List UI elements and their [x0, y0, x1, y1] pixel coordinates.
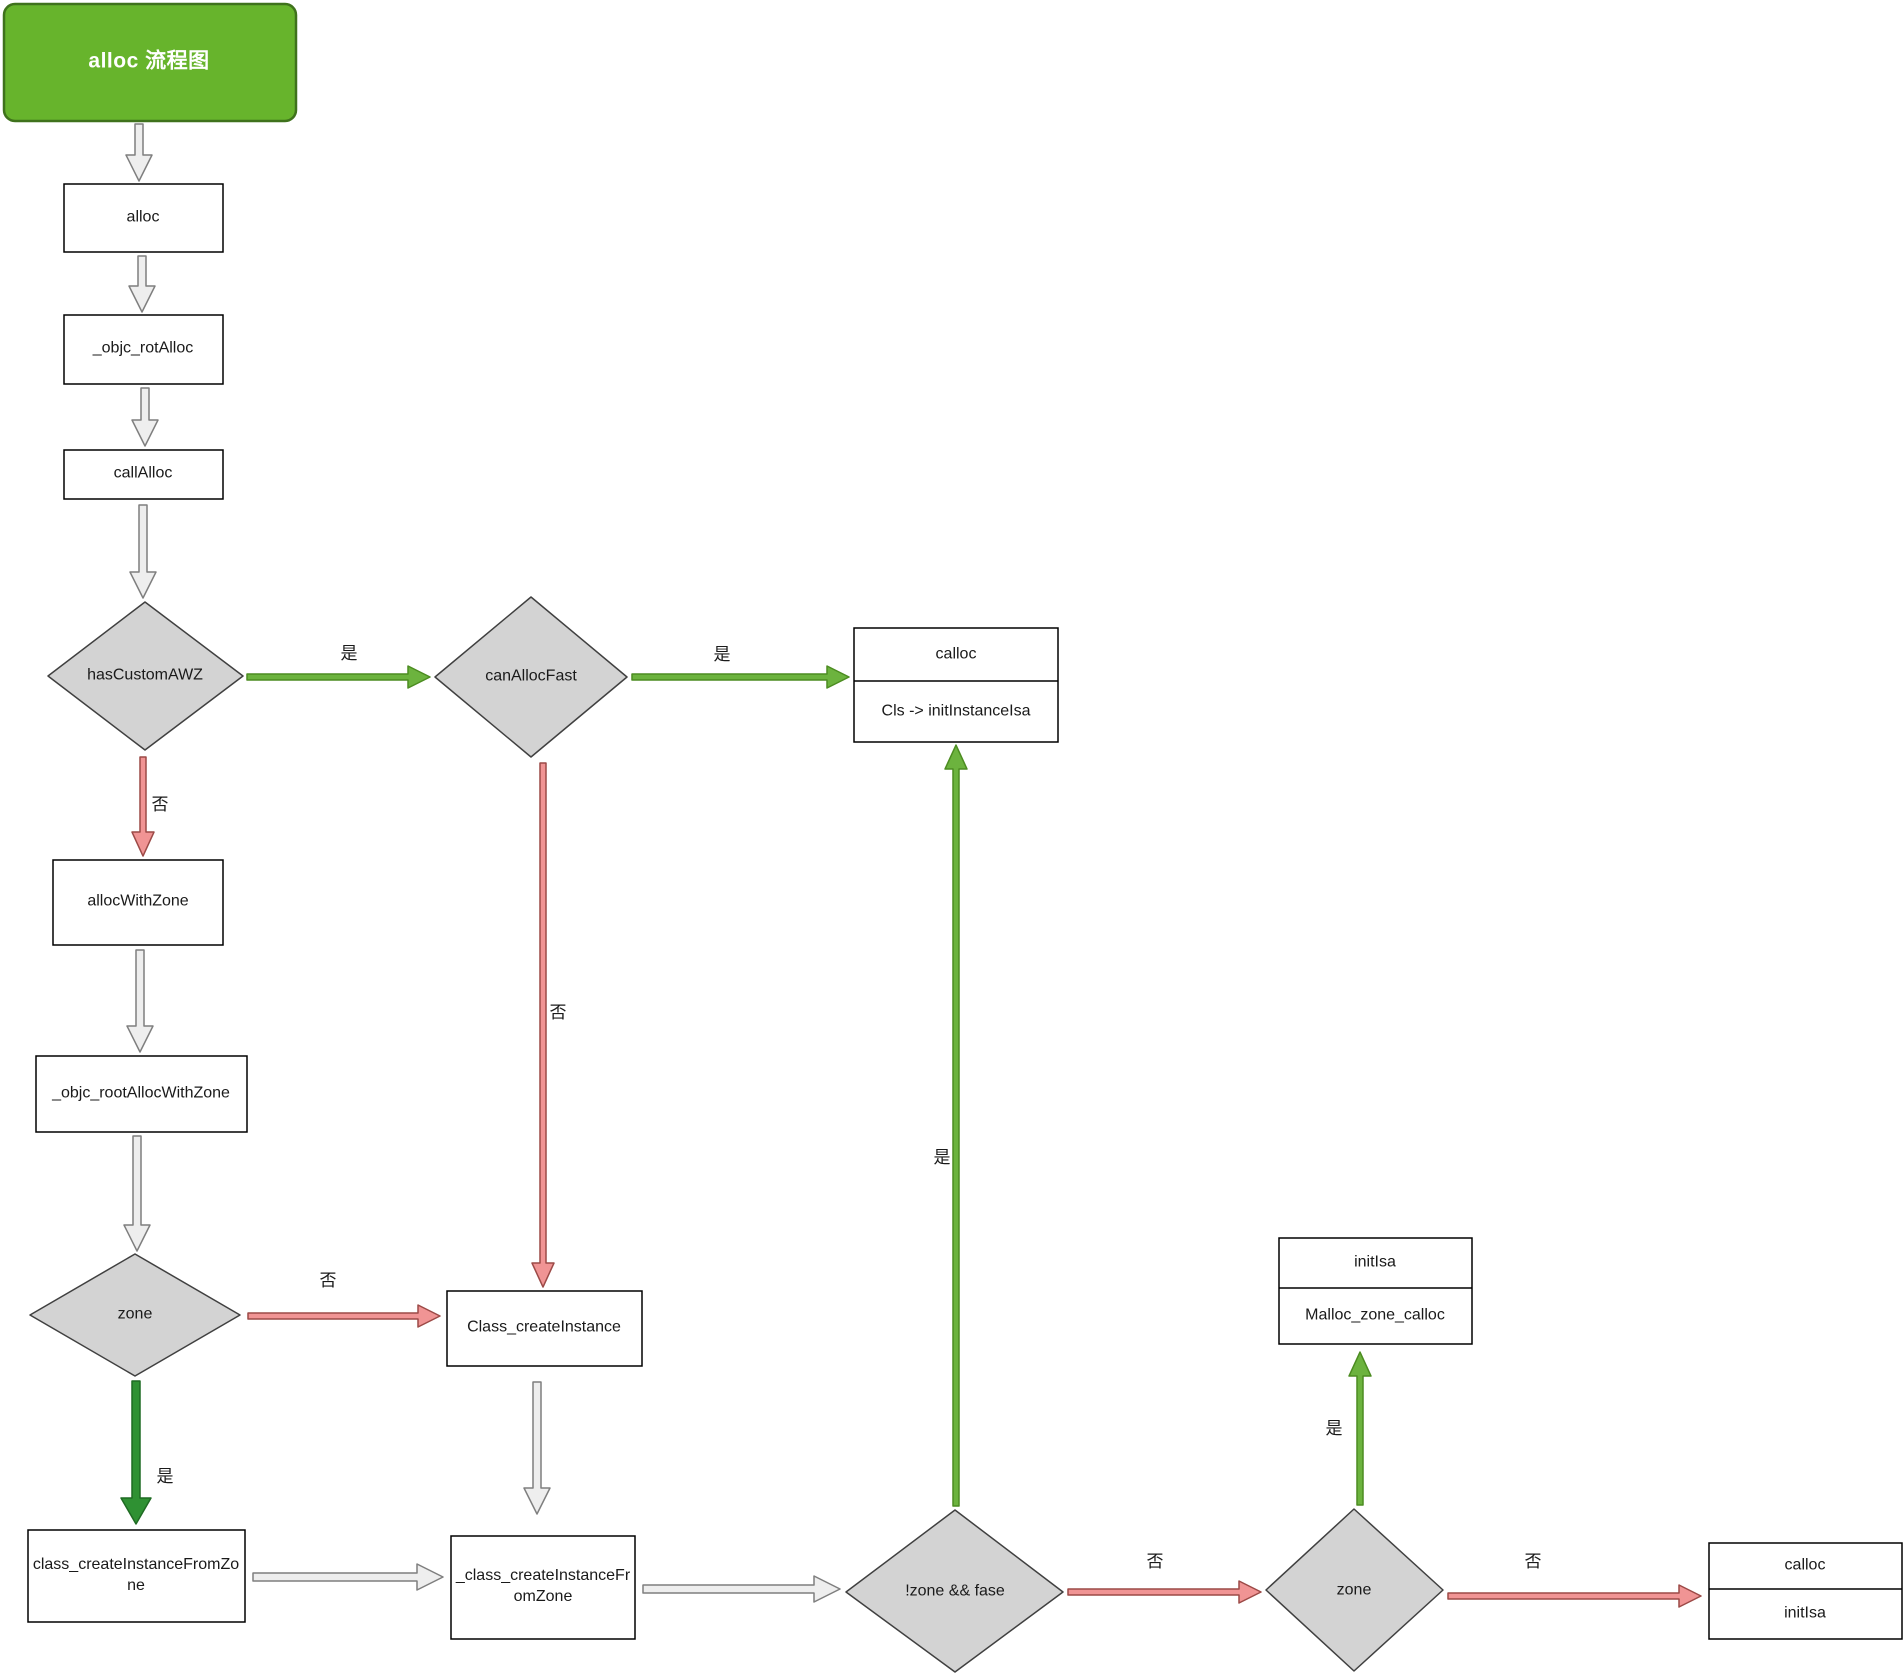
- arrow-yes-notzonefase-to-calloc: [944, 744, 968, 1507]
- node-rootallocwithzone-box: [35, 1055, 248, 1133]
- decision-zone-left-diamond: [29, 1253, 241, 1377]
- arrow-yes-hascustomawz-to-canallocfast: [246, 665, 431, 689]
- node-initisa-row2-label: Malloc_zone_calloc: [1305, 1306, 1445, 1324]
- node-callalloc-label: callAlloc: [113, 464, 173, 482]
- node-createinstancefromzone-box: [27, 1529, 246, 1623]
- arrow-rootallocwithzone-to-zone: [123, 1135, 151, 1252]
- decision-notzonefase-label: !zone && fase: [905, 1582, 1005, 1600]
- node-underscorecreateinstancefromzone-label: _class_createInstanceFromZone: [455, 1567, 631, 1605]
- node-callocinitisa-row2-label: initIsa: [1784, 1604, 1826, 1622]
- arrow-title-to-alloc: [125, 123, 153, 182]
- arrow-objcrotalloc-to-callalloc: [131, 387, 159, 447]
- node-alloc-label: alloc: [126, 208, 160, 226]
- node-createinstancefromzone-label: class_createInstanceFromZone: [32, 1556, 240, 1594]
- arrow-createinstancefromzone-to-underscoreclasscreate: [252, 1563, 444, 1591]
- node-objcrotalloc-label: _objc_rotAlloc: [92, 339, 194, 357]
- arrow-allocwithzone-to-rootallocwithzone: [126, 949, 154, 1053]
- node-calloc-row2-label: Cls -> initInstanceIsa: [881, 702, 1031, 720]
- decision-notzonefase-diamond: [845, 1509, 1064, 1673]
- decision-canallocfast-label: canAllocFast: [485, 667, 577, 685]
- node-classcreateinstance-box: [446, 1290, 643, 1367]
- node-rootallocwithzone-label: _objc_rootAllocWithZone: [52, 1084, 230, 1102]
- edge-label-no-notzonefase: 否: [1146, 1551, 1164, 1571]
- edge-label-yes-zone-right: 是: [1325, 1418, 1343, 1438]
- node-allocwithzone-label: allocWithZone: [87, 892, 189, 910]
- decision-zone-left-label: zone: [117, 1305, 153, 1323]
- arrow-yes-canallocfast-to-calloc: [631, 665, 850, 689]
- node-underscorecreateinstancefromzone-box: [450, 1535, 636, 1640]
- decision-zone-right-diamond: [1265, 1508, 1444, 1672]
- edge-label-no-hascustomawz: 否: [151, 794, 169, 814]
- edge-label-yes-hascustomawz: 是: [340, 643, 358, 663]
- arrow-no-zone-to-callocinitisa: [1447, 1584, 1702, 1608]
- decision-hascustomawz-label: hasCustomAWZ: [87, 666, 203, 684]
- arrow-underscoreclasscreate-to-notzonefase: [642, 1575, 841, 1603]
- decision-hascustomawz-diamond: [47, 601, 244, 751]
- flowchart-title: alloc 流程图: [88, 49, 210, 73]
- arrow-yes-zone-to-initisa: [1348, 1351, 1372, 1506]
- arrow-no-hascustomawz-to-allocwithzone: [131, 756, 155, 857]
- node-allocwithzone-box: [52, 859, 224, 946]
- node-initisa-malloczonecalloc-box: [1278, 1237, 1473, 1345]
- arrow-yes-zone-to-createinstancefromzone: [120, 1380, 152, 1525]
- node-callalloc-box: [63, 449, 224, 500]
- edge-label-no-zone-left: 否: [319, 1270, 337, 1290]
- node-callocinitisa-row1-label: calloc: [1784, 1556, 1826, 1574]
- edge-label-yes-canallocfast: 是: [713, 644, 731, 664]
- node-initisa-row1-label: initIsa: [1354, 1253, 1396, 1271]
- node-objcrotalloc-box: [63, 314, 224, 385]
- edge-label-yes-notzonefase: 是: [933, 1147, 951, 1167]
- arrow-no-canallocfast-to-classcreateinstance: [531, 762, 555, 1288]
- edge-label-yes-zone-left: 是: [156, 1466, 174, 1486]
- decision-zone-right-label: zone: [1336, 1581, 1372, 1599]
- arrow-no-notzonefase-to-zone: [1067, 1580, 1262, 1604]
- node-calloc-initinstanceisa-box: [853, 627, 1059, 743]
- node-classcreateinstance-label: Class_createInstance: [467, 1318, 621, 1336]
- node-calloc-row1-label: calloc: [935, 645, 977, 663]
- edge-label-no-canallocfast: 否: [549, 1002, 567, 1022]
- node-calloc-initisa-box: [1708, 1542, 1903, 1640]
- arrow-classcreateinstance-to-underscoreclasscreate: [523, 1381, 551, 1515]
- arrow-no-zone-to-classcreateinstance: [247, 1304, 441, 1328]
- arrow-alloc-to-objcrotalloc: [128, 255, 156, 313]
- title-box: [2, 2, 298, 123]
- edge-label-no-zone-right: 否: [1524, 1551, 1542, 1571]
- decision-canallocfast-diamond: [434, 596, 628, 758]
- arrow-callalloc-to-hascustomawz: [129, 504, 157, 599]
- node-alloc-box: [63, 183, 224, 253]
